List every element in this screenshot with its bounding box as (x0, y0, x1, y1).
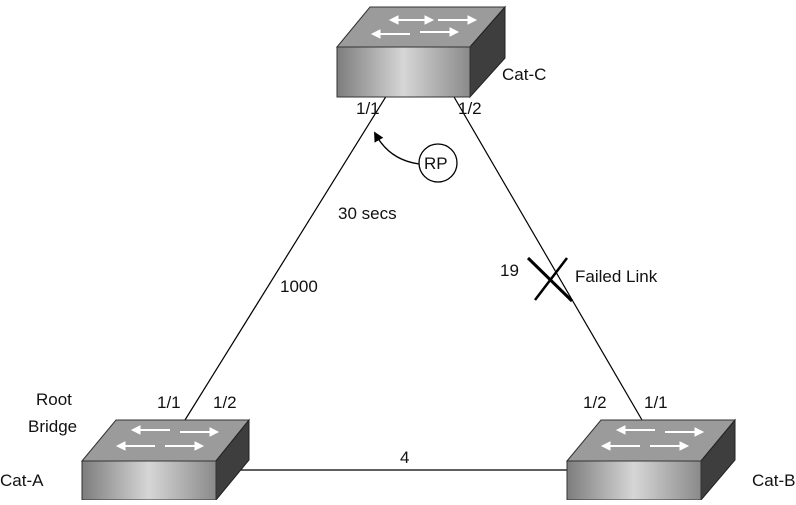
cost-a-b: 4 (400, 448, 409, 467)
switch-cat-b (565, 418, 737, 502)
switch-cat-a (80, 418, 251, 502)
failed-link-icon (526, 256, 574, 303)
port-cat-b-1-1: 1/1 (644, 393, 668, 412)
timer-label: 30 secs (338, 204, 397, 223)
switch-cat-c (335, 5, 507, 99)
port-cat-c-1-1: 1/1 (356, 99, 380, 118)
cost-c-b: 19 (500, 261, 519, 280)
cat-c-label: Cat-C (502, 65, 546, 84)
switch-arrows-icon (370, 15, 478, 39)
switch-arrows-icon (115, 425, 220, 451)
port-cat-b-1-2: 1/2 (583, 393, 607, 412)
cost-a-c: 1000 (280, 277, 318, 296)
root-bridge-label-line2: Bridge (28, 417, 77, 436)
failed-link-label: Failed Link (575, 267, 658, 286)
link-cat-c-cat-b (449, 89, 643, 421)
link-cat-a-cat-c (184, 89, 391, 421)
root-port-arrow-icon (374, 131, 420, 165)
root-port-marker (418, 143, 458, 183)
port-cat-c-1-2: 1/2 (458, 99, 482, 118)
root-bridge-label-line1: Root (36, 390, 72, 409)
switch-arrows-icon (600, 425, 705, 451)
cat-b-label: Cat-B (752, 471, 795, 490)
cat-a-label: Cat-A (0, 471, 44, 490)
port-cat-a-1-1: 1/1 (157, 393, 181, 412)
root-port-label: RP (424, 154, 448, 173)
port-cat-a-1-2: 1/2 (213, 393, 237, 412)
